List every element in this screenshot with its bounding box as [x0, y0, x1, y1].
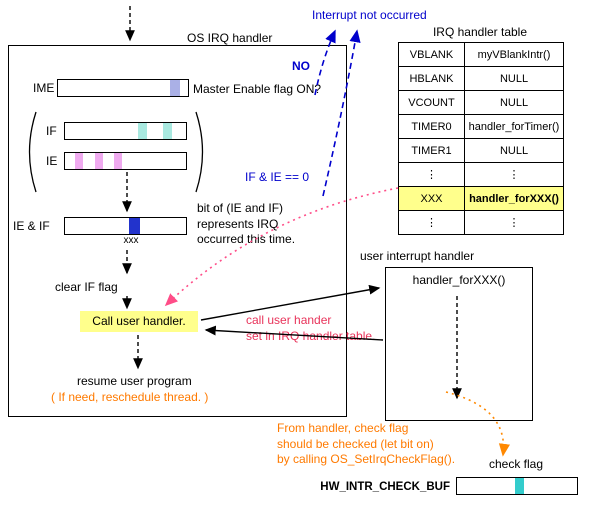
if-ie-zero-label: IF & IE == 0 — [245, 170, 310, 184]
irq-handler-cell: ⋮ — [508, 217, 520, 229]
irq-handler-cell: handler_forTimer() — [468, 120, 560, 133]
ie-label: IE — [46, 154, 58, 168]
ie-flag-segment — [114, 153, 122, 169]
irq-source-cell: HBLANK — [399, 67, 465, 90]
resume-user-program-step: resume user program — [77, 374, 192, 388]
check-flag-register-bar — [456, 477, 578, 495]
ie-register-bar — [64, 152, 187, 170]
irq-table-title: IRQ handler table — [432, 25, 528, 39]
check-flag-note: From handler, check flag should be check… — [277, 421, 456, 467]
interrupt-not-occurred-note: Interrupt not occurred — [312, 8, 427, 22]
bit-note: bit of (IE and IF) represents IRQ occurr… — [197, 201, 296, 247]
irq-source-cell: XXX — [399, 187, 465, 210]
ime-label: IME — [33, 81, 55, 95]
irq-source-cell: TIMER0 — [399, 115, 465, 138]
hw-intr-check-buf-label: HW_INTR_CHECK_BUF — [320, 481, 450, 493]
no-branch-label: NO — [292, 59, 310, 73]
irq-table-row: VBLANK myVBlankIntr() — [399, 43, 563, 67]
irq-table-row: TIMER0 handler_forTimer() — [399, 115, 563, 139]
if-label: IF — [46, 124, 57, 138]
call-user-handler-step: Call user handler. — [80, 311, 198, 332]
ime-flag-segment — [170, 80, 180, 96]
irq-table-row: ⋮ ⋮ — [399, 163, 563, 187]
if-register-bar — [64, 122, 187, 140]
irq-handler-cell: NULL — [499, 72, 529, 85]
irq-table-row: VCOUNT NULL — [399, 91, 563, 115]
ie-if-label: IE & IF — [13, 219, 50, 233]
irq-handler-cell: NULL — [499, 144, 529, 157]
user-interrupt-handler-label: user interrupt handler — [360, 249, 475, 263]
ie-flag-segment — [95, 153, 103, 169]
master-enable-question: Master Enable flag ON? — [193, 82, 322, 96]
irq-table-row-highlighted: XXX handler_forXXX() — [399, 187, 563, 211]
irq-table-row: ⋮ ⋮ — [399, 211, 563, 234]
irq-source-cell: TIMER1 — [399, 139, 465, 162]
xxx-bit-label: xxx — [123, 235, 139, 246]
ime-register-bar — [57, 79, 189, 97]
occurred-irq-bit-segment — [129, 218, 140, 234]
irq-handler-table: VBLANK myVBlankIntr() HBLANK NULL VCOUNT… — [398, 42, 564, 235]
ie-flag-segment — [75, 153, 83, 169]
irq-handler-cell: NULL — [499, 96, 529, 109]
check-flag-label: check flag — [489, 457, 544, 471]
irq-handler-cell: myVBlankIntr() — [477, 48, 551, 61]
os-box-title: OS IRQ handler — [185, 31, 275, 45]
irq-table-row: TIMER1 NULL — [399, 139, 563, 163]
if-flag-segment — [138, 123, 147, 139]
irq-source-cell: ⋮ — [399, 211, 465, 234]
call-user-handler-note: call user hander set in IRQ handler tabl… — [246, 313, 376, 343]
irq-handler-cell: ⋮ — [508, 169, 520, 181]
irq-table-row: HBLANK NULL — [399, 67, 563, 91]
ie-if-register-bar — [64, 217, 187, 235]
user-handler-title: handler_forXXX() — [412, 273, 506, 287]
check-flag-segment — [515, 478, 524, 494]
user-interrupt-handler-box: handler_forXXX() — [385, 267, 533, 421]
if-flag-segment — [163, 123, 172, 139]
irq-source-cell: ⋮ — [399, 163, 465, 186]
reschedule-note: ( If need, reschedule thread. ) — [51, 390, 209, 404]
clear-if-flag-step: clear IF flag — [55, 280, 118, 294]
irq-source-cell: VBLANK — [399, 43, 465, 66]
irq-source-cell: VCOUNT — [399, 91, 465, 114]
irq-handler-cell: handler_forXXX() — [469, 192, 559, 205]
